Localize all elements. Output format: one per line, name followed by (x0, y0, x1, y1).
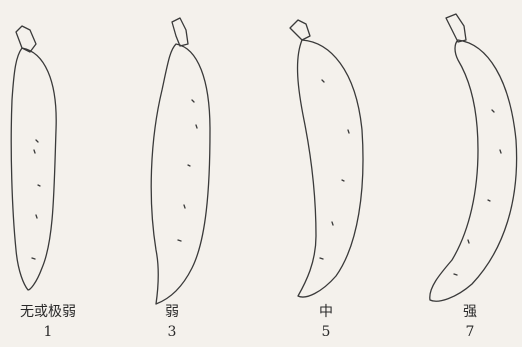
caption-medium: 中 5 (281, 305, 371, 339)
pod-strong-curve (430, 14, 517, 301)
intensity-code: 5 (281, 325, 371, 339)
intensity-label: 无或极弱 (3, 305, 93, 319)
pod-medium-curve (290, 20, 363, 297)
intensity-code: 7 (425, 325, 515, 339)
caption-weak: 弱 3 (127, 305, 217, 339)
intensity-label: 强 (425, 305, 515, 319)
caption-absent-very-weak: 无或极弱 1 (3, 305, 93, 339)
intensity-code: 3 (127, 325, 217, 339)
pod-slight-curve (151, 18, 210, 304)
intensity-code: 1 (3, 325, 93, 339)
pod-straight (11, 26, 56, 290)
intensity-label: 中 (281, 305, 371, 319)
caption-strong: 强 7 (425, 305, 515, 339)
intensity-label: 弱 (127, 305, 217, 319)
